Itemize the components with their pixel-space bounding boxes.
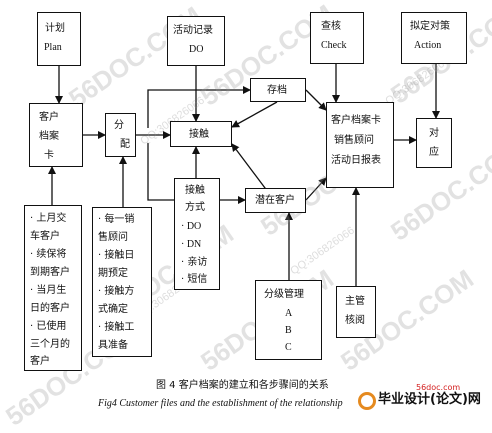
arrow-archive-to-contact — [231, 101, 278, 128]
contact-methods-title2: 方式 — [185, 202, 205, 213]
caption-en: Fig4 Customer files and the establishmen… — [98, 398, 343, 409]
grade-title: 分级管理 — [264, 289, 304, 300]
archive-box: 存档 — [250, 78, 306, 102]
arrow-archive-to-report — [305, 89, 327, 111]
do-label-cn: 活动记录 — [173, 25, 213, 36]
source-line: 到期客户 — [30, 267, 70, 278]
check-box: 查核 Check — [310, 12, 364, 64]
source-line: · 已使用 — [30, 321, 67, 332]
plan-label-cn: 计划 — [45, 23, 65, 34]
arrow-prospect-to-report — [305, 177, 327, 201]
supervisor-line1: 主管 — [345, 296, 365, 307]
action-label-en: Action — [414, 40, 442, 51]
plan-box: 计划 Plan — [37, 12, 81, 66]
customer-card-box: 客户 档案 卡 — [29, 103, 83, 167]
prep-line: · 接触工 — [98, 322, 135, 333]
prospect-label: 潜在客户 — [255, 195, 295, 206]
diagram-canvas — [48, 64, 440, 286]
action-label-cn: 拟定对策 — [410, 21, 450, 32]
prep-line: · 接触方 — [98, 286, 135, 297]
source-line: 日的客户 — [30, 303, 70, 314]
site-logo: 56doc.com 毕业设计(论文)网 — [356, 382, 490, 416]
prep-line: 售顾问 — [98, 232, 128, 243]
distribute-line1: 分 — [114, 120, 124, 131]
preparation-box: · 每一销 售顾问 · 接触日 期预定 · 接触方 式确定 · 接触工 具准备 — [92, 207, 152, 357]
grade-a: A — [285, 308, 293, 319]
grade-b: B — [285, 325, 292, 336]
prep-line: 期预定 — [98, 268, 128, 279]
contact-box: 接触 — [170, 121, 232, 147]
prospect-box: 潜在客户 — [245, 188, 306, 213]
grade-c: C — [285, 342, 292, 353]
arrow-contact-to-archive — [147, 86, 251, 128]
grade-management-box: 分级管理 A B C — [255, 280, 322, 360]
contact-method-do: · DO — [181, 221, 202, 232]
check-label-cn: 查核 — [321, 21, 341, 32]
archive-label: 存档 — [267, 85, 287, 96]
report-box: 客户档案卡 销售顾问 活动日报表 — [326, 102, 394, 188]
report-line2: 销售顾问 — [334, 135, 374, 146]
report-line3: 活动日报表 — [331, 155, 381, 166]
contact-method-visit: · 亲访 — [181, 257, 208, 268]
prep-line: 式确定 — [98, 304, 128, 315]
customer-sources-box: · 上月交 车客户 · 续保将 到期客户 · 当月生 日的客户 · 已使用 三个… — [24, 205, 82, 371]
do-box: 活动记录 DO — [167, 16, 225, 66]
countermeasure-line2: 应 — [429, 147, 439, 158]
source-line: 车客户 — [30, 231, 60, 242]
arrow-prospect-to-contact — [231, 143, 269, 193]
contact-methods-box: 接触 方式 · DO · DN · 亲访 · 短信 — [174, 178, 220, 290]
do-label-en: DO — [189, 44, 204, 55]
source-line: · 续保将 — [30, 249, 67, 260]
prep-line: 具准备 — [98, 340, 128, 351]
distribute-line2: 配 — [120, 139, 130, 150]
logo-text: 毕业设计(论文)网 — [378, 392, 481, 407]
contact-method-sms: · 短信 — [181, 274, 208, 285]
source-line: 三个月的 — [30, 339, 70, 350]
countermeasure-line1: 对 — [429, 128, 439, 139]
contact-label: 接触 — [189, 129, 209, 140]
action-box: 拟定对策 Action — [401, 12, 467, 64]
report-line1: 客户档案卡 — [331, 115, 381, 126]
caption-cn: 图 4 客户档案的建立和各步骤间的关系 — [156, 380, 329, 391]
distribute-box: 分 配 — [105, 113, 136, 157]
customer-card-line3: 卡 — [44, 150, 54, 161]
source-line: 客户 — [30, 356, 50, 367]
countermeasure-box: 对 应 — [416, 118, 452, 168]
logo-ring-icon — [358, 392, 376, 410]
customer-card-line1: 客户 — [39, 112, 59, 123]
logo-site-text: 56doc.com — [416, 383, 461, 392]
plan-label-en: Plan — [44, 42, 62, 53]
contact-method-dn: · DN — [181, 239, 202, 250]
supervisor-box: 主管 核阅 — [336, 286, 376, 338]
source-line: · 当月生 — [30, 285, 67, 296]
source-line: · 上月交 — [30, 213, 67, 224]
prep-line: · 每一销 — [98, 214, 135, 225]
supervisor-line2: 核阅 — [345, 315, 365, 326]
check-label-en: Check — [321, 40, 347, 51]
customer-card-line2: 档案 — [39, 131, 59, 142]
contact-methods-title1: 接触 — [185, 185, 205, 196]
prep-line: · 接触日 — [98, 250, 135, 261]
